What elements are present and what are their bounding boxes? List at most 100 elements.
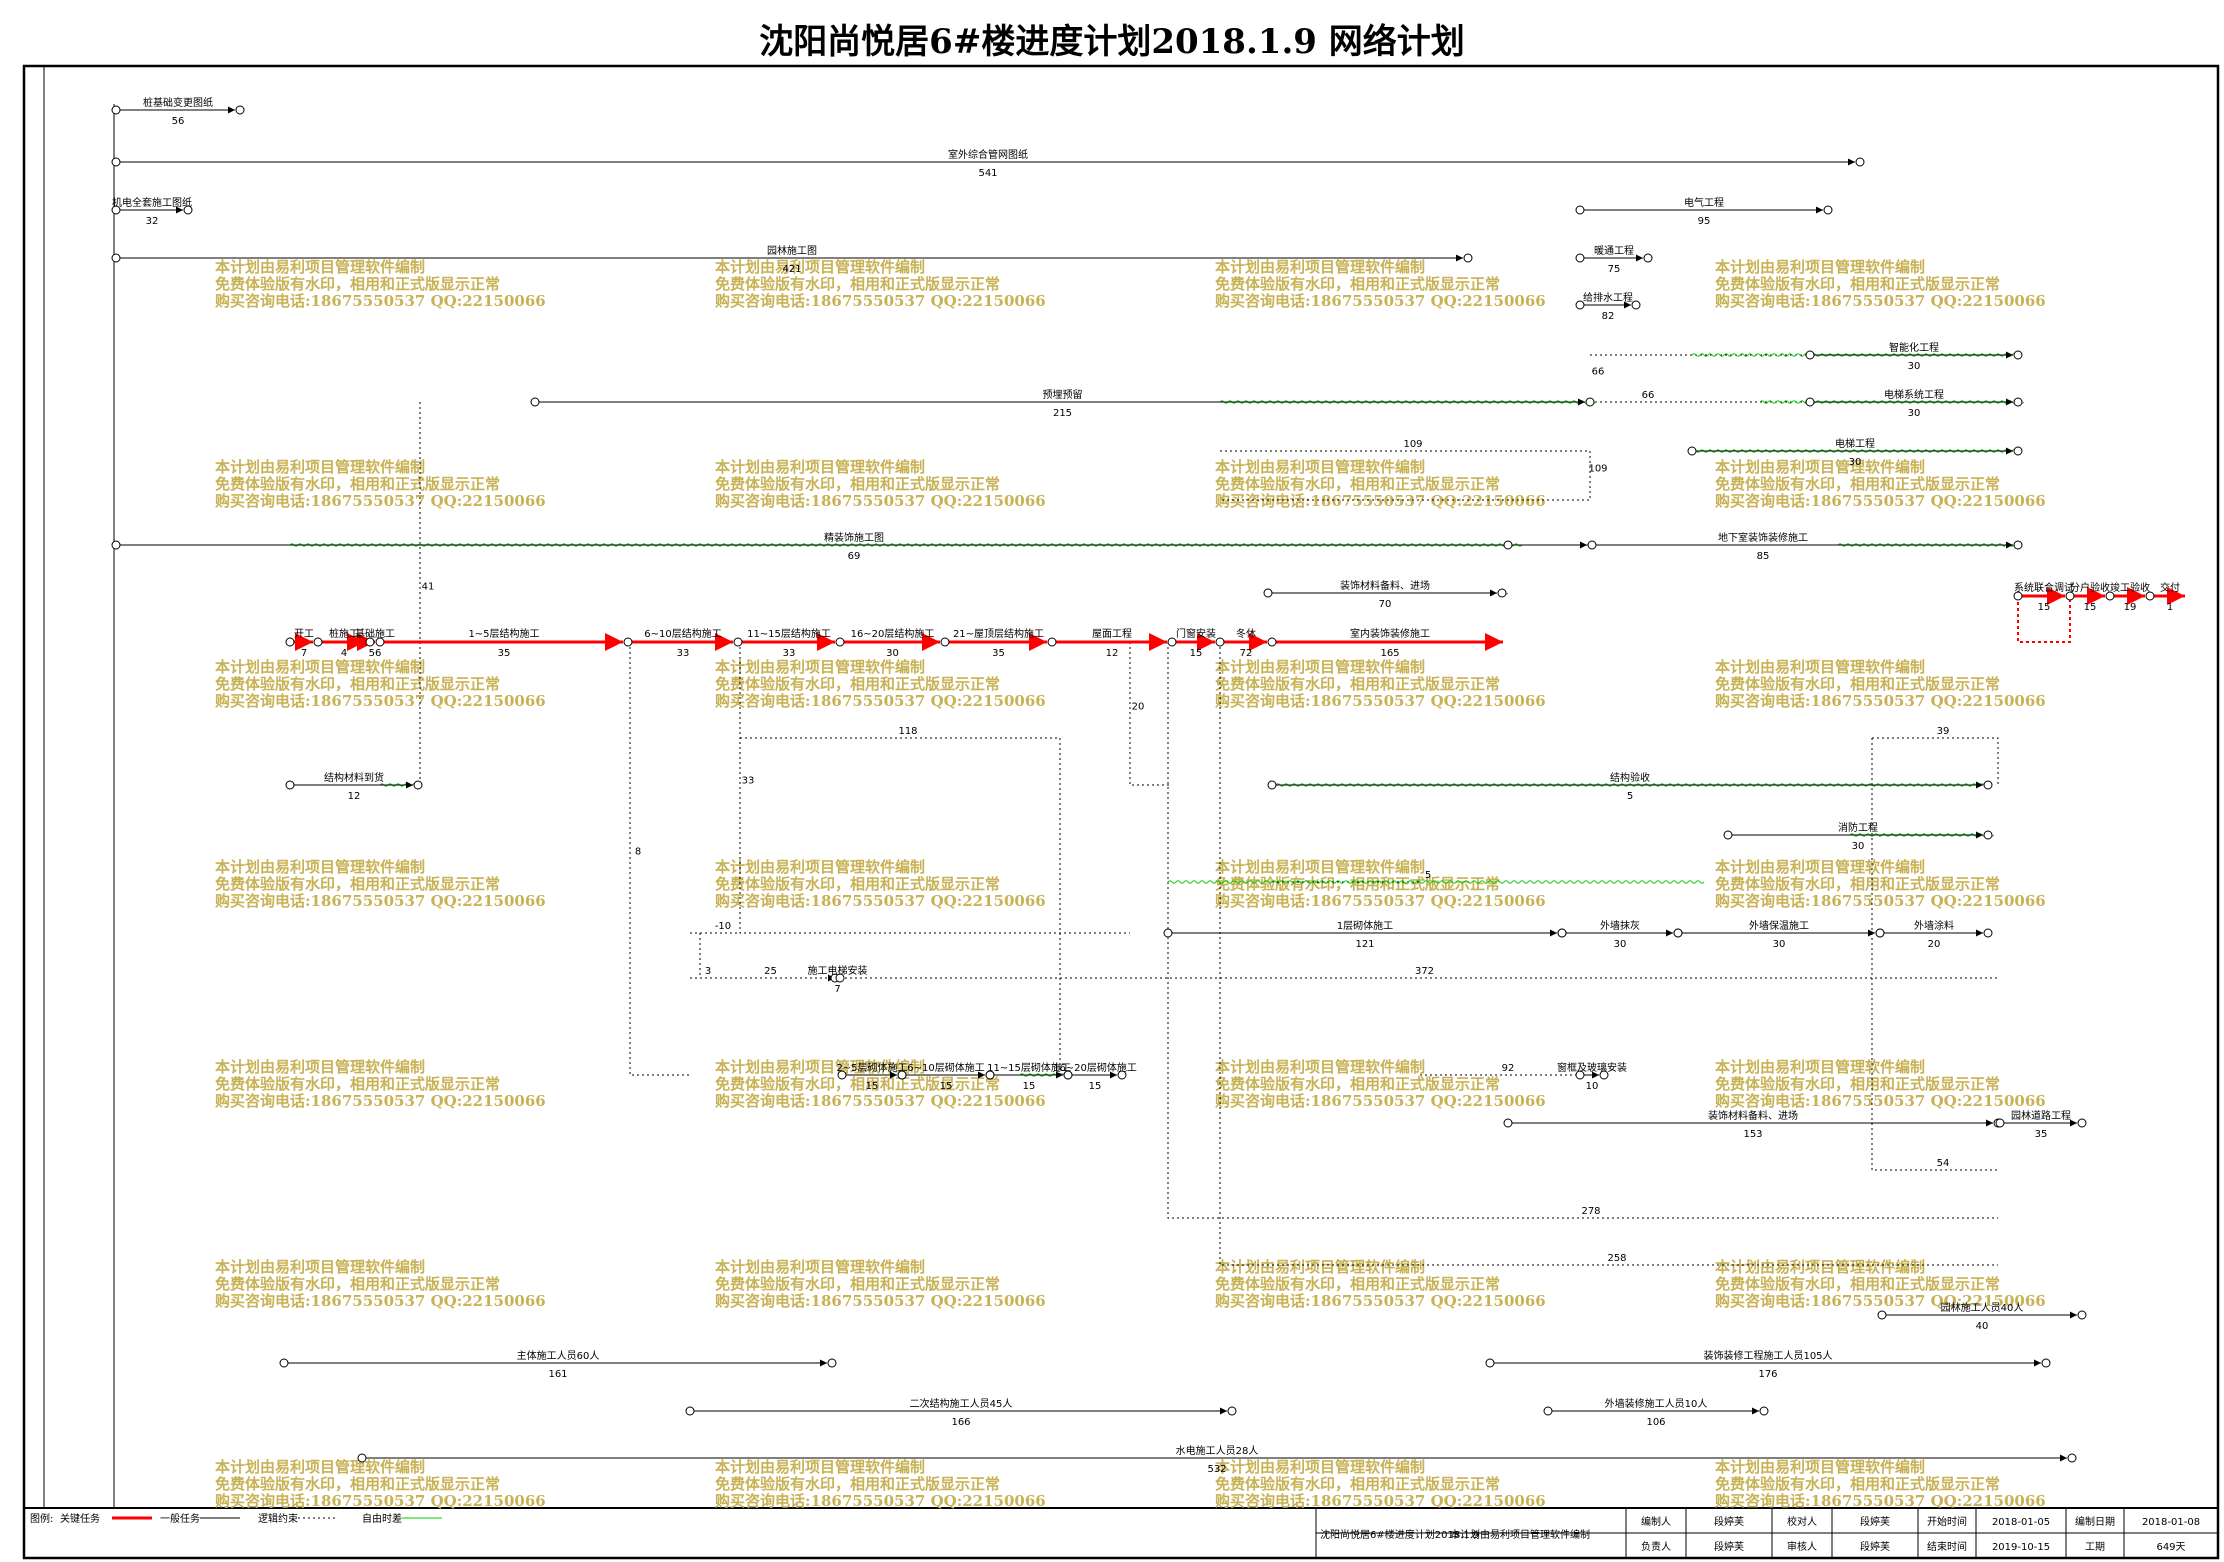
task-node (1227, 1406, 1237, 1416)
critical-duration: 19 (2124, 602, 2137, 613)
task-node (413, 780, 423, 790)
critical-duration: 35 (992, 648, 1005, 659)
critical-label: 屋面工程 (1092, 628, 1132, 640)
task-duration: 15 (1023, 1081, 1036, 1092)
task-duration: 30 (1852, 841, 1865, 852)
task-node (2013, 397, 2023, 407)
critical-duration: 72 (1240, 648, 1253, 659)
watermark-text: 本计划由易利项目管理软件编制 (715, 1258, 925, 1276)
task-node (2041, 1358, 2051, 1368)
watermark-text: 本计划由易利项目管理软件编制 (1715, 1458, 1925, 1476)
link-duration: 25 (764, 966, 777, 977)
task-duration: 121 (1355, 939, 1374, 950)
task-node (1995, 1118, 2005, 1128)
task-node (1503, 540, 1513, 550)
watermark-text: 购买咨询电话:18675550537 QQ:22150066 (1715, 692, 2046, 710)
link-duration: 109 (1403, 439, 1422, 450)
task-node (1587, 540, 1597, 550)
watermark-text: 本计划由易利项目管理软件编制 (715, 458, 925, 476)
task-node (2013, 350, 2023, 360)
watermark-text: 购买咨询电话:18675550537 QQ:22150066 (1715, 1492, 2046, 1510)
link-duration: 20 (1132, 702, 1145, 713)
task-label: 二次结构施工人员45人 (910, 1397, 1013, 1410)
watermark-text: 购买咨询电话:18675550537 QQ:22150066 (715, 1092, 1046, 1110)
link-duration: 39 (1937, 726, 1950, 737)
task-label: 结构材料到货 (324, 771, 384, 784)
critical-label: 开工 (294, 629, 314, 640)
watermark-text: 本计划由易利项目管理软件编制 (1215, 258, 1425, 276)
watermark-text: 免费体验版有水印，相用和正式版显示正常 (1215, 1075, 1500, 1093)
watermark-text: 本计划由易利项目管理软件编制 (1215, 458, 1425, 476)
task-duration: 153 (1743, 1129, 1762, 1140)
link-duration: 66 (1592, 367, 1605, 378)
task-duration: 20 (1928, 939, 1941, 950)
legend-label: 图例: (30, 1512, 53, 1525)
task-duration: 30 (1908, 361, 1921, 372)
watermark-text: 免费体验版有水印，相用和正式版显示正常 (215, 1275, 500, 1293)
task-label: 1层砌体施工 (1337, 919, 1393, 932)
task-label: 外墙涂料 (1914, 919, 1954, 932)
watermark-text: 免费体验版有水印，相用和正式版显示正常 (715, 1075, 1000, 1093)
task-label: 电气工程 (1684, 196, 1724, 209)
logic-link (739, 642, 1130, 934)
critical-duration: 30 (886, 648, 899, 659)
watermark-text: 免费体验版有水印，相用和正式版显示正常 (215, 675, 500, 693)
task-node (1983, 830, 1993, 840)
watermark-text: 免费体验版有水印，相用和正式版显示正常 (1215, 1475, 1500, 1493)
task-label: 外墙保温施工 (1749, 919, 1809, 932)
task-duration: 40 (1976, 1321, 1989, 1332)
task-node (1263, 588, 1273, 598)
task-node (1575, 300, 1585, 310)
watermark-text: 购买咨询电话:18675550537 QQ:22150066 (1715, 1292, 2046, 1310)
task-label: 外墙抹灰 (1600, 919, 1640, 932)
task-node (1759, 1406, 1769, 1416)
task-node (111, 540, 121, 550)
task-label: 施工电梯安装 (808, 964, 868, 977)
critical-label: 11~15层结构施工 (747, 627, 831, 640)
watermark-text: 免费体验版有水印，相用和正式版显示正常 (1215, 275, 1500, 293)
legend-item: 一般任务 (160, 1512, 200, 1525)
watermark-text: 本计划由易利项目管理软件编制 (215, 858, 425, 876)
watermark-text: 本计划由易利项目管理软件编制 (215, 1058, 425, 1076)
critical-node (2065, 591, 2075, 601)
critical-label: 基础施工 (355, 627, 395, 640)
task-duration: 10 (1586, 1081, 1599, 1092)
task-label: 外墙装修施工人员10人 (1605, 1397, 1708, 1410)
task-label: 智能化工程 (1889, 341, 1939, 354)
critical-label: 交付 (2160, 581, 2180, 594)
watermark-text: 本计划由易利项目管理软件编制 (215, 1258, 425, 1276)
task-node (1631, 300, 1641, 310)
task-node (2013, 540, 2023, 550)
task-node (1673, 928, 1683, 938)
link-duration: 33 (742, 776, 755, 787)
watermark-text: 购买咨询电话:18675550537 QQ:22150066 (215, 1292, 546, 1310)
logic-link (740, 737, 1061, 1075)
task-node (897, 1070, 907, 1080)
task-duration: 15 (1089, 1081, 1102, 1092)
watermark-layer: 本计划由易利项目管理软件编制免费体验版有水印，相用和正式版显示正常购买咨询电话:… (215, 258, 2046, 1510)
watermark-text: 购买咨询电话:18675550537 QQ:22150066 (1715, 492, 2046, 510)
task-node (1599, 1070, 1609, 1080)
logic-link (1872, 737, 1999, 785)
task-label: 主体施工人员60人 (517, 1349, 600, 1362)
logic-links (419, 354, 1999, 1266)
task-duration: 532 (1207, 1464, 1226, 1475)
task-node (685, 1406, 695, 1416)
task-node (827, 1358, 837, 1368)
watermark-text: 购买咨询电话:18675550537 QQ:22150066 (715, 292, 1046, 310)
watermark-text: 购买咨询电话:18675550537 QQ:22150066 (1715, 292, 2046, 310)
watermark-text: 免费体验版有水印，相用和正式版显示正常 (215, 1475, 500, 1493)
critical-node (2145, 591, 2155, 601)
task-node (1557, 928, 1567, 938)
critical-node (1167, 637, 1177, 647)
task-node (1643, 253, 1653, 263)
watermark-text: 购买咨询电话:18675550537 QQ:22150066 (1215, 1292, 1546, 1310)
task-label: 11~15层砌体施工 (987, 1061, 1071, 1074)
critical-label: 竣工验收 (2110, 581, 2150, 594)
watermark-text: 免费体验版有水印，相用和正式版显示正常 (1215, 875, 1500, 893)
task-duration: 95 (1698, 216, 1711, 227)
task-label: 园林施工人员40人 (1941, 1301, 2024, 1314)
task-duration: 30 (1614, 939, 1627, 950)
link-duration: 8 (635, 847, 641, 858)
task-arrows (116, 106, 2077, 1462)
